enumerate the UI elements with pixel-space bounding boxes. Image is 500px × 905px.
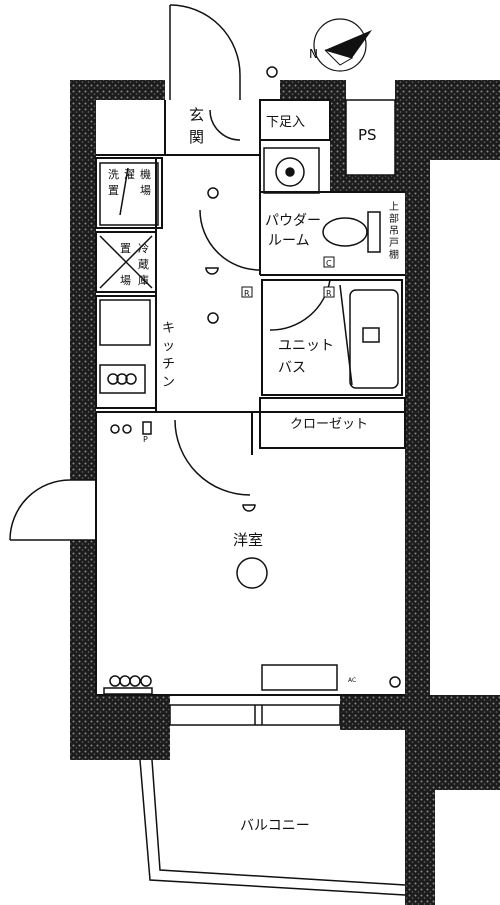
room-labels: 玄 関 下足入 PS 洗 濯 機 置 場 冷 蔵 庫 置 場 キ ッ チ ン パ… — [108, 99, 399, 834]
kitchen-char-1: キ — [162, 321, 175, 336]
kitchen-char-4: ン — [162, 375, 175, 390]
powder-room-label-1: パウダー — [265, 213, 321, 229]
panel-p-label: P — [143, 435, 148, 444]
ceiling-light-icon — [236, 557, 268, 589]
closet-label: クローゼット — [290, 417, 368, 432]
upper-cabinet-char-2: 部 — [389, 212, 399, 225]
upper-cabinet-char-5: 棚 — [389, 248, 399, 261]
kitchen-char-3: チ — [162, 357, 175, 372]
stove-icon — [99, 364, 146, 394]
ac-unit — [261, 664, 338, 691]
unit-bath-label-1: ユニット — [278, 338, 334, 354]
upper-cabinet-char-4: 戸 — [389, 237, 399, 249]
panel-c-label: C — [326, 259, 332, 268]
laundry-char-1: 洗 — [108, 168, 119, 181]
toilet-icon — [322, 217, 368, 247]
washbasin-icon — [275, 157, 305, 187]
fridge-side-1: 置 — [120, 242, 131, 255]
entrance-label-1: 玄 — [189, 106, 204, 124]
exterior-walls — [70, 80, 500, 905]
fridge-char-2: 蔵 — [138, 258, 149, 271]
fridge-side-2: 場 — [120, 274, 131, 287]
western-room-label: 洋室 — [233, 531, 263, 549]
ac-label: AC — [348, 677, 356, 684]
compass-north-label: N — [309, 47, 318, 61]
entrance-label-2: 関 — [189, 128, 204, 146]
upper-cabinet-char-3: 吊 — [389, 225, 399, 237]
unit-bath-label-2: バス — [278, 360, 306, 376]
interior-walls — [95, 99, 406, 696]
laundry-char-5: 場 — [140, 184, 151, 197]
powder-room-label-2: ルーム — [268, 233, 310, 249]
bathtub-icon — [349, 289, 399, 389]
laundry-char-4: 置 — [108, 184, 119, 197]
shoe-storage-label: 下足入 — [266, 115, 305, 130]
fridge-char-1: 冷 — [138, 242, 149, 255]
fixtures — [99, 66, 401, 695]
kitchen-char-2: ッ — [162, 339, 175, 354]
balcony-label: バルコニー — [240, 818, 310, 834]
panel-r-label-2: R — [326, 289, 332, 298]
compass-icon: N — [309, 18, 372, 72]
ps-label: PS — [358, 126, 377, 144]
laundry-char-2: 濯 — [124, 168, 135, 181]
fridge-char-3: 庫 — [138, 273, 149, 287]
balcony — [139, 704, 406, 896]
upper-cabinet-char-1: 上 — [389, 201, 399, 213]
laundry-char-3: 機 — [140, 167, 151, 181]
panel-r-label: R — [244, 289, 250, 298]
fixture-labels: R R C P AC — [143, 256, 356, 684]
